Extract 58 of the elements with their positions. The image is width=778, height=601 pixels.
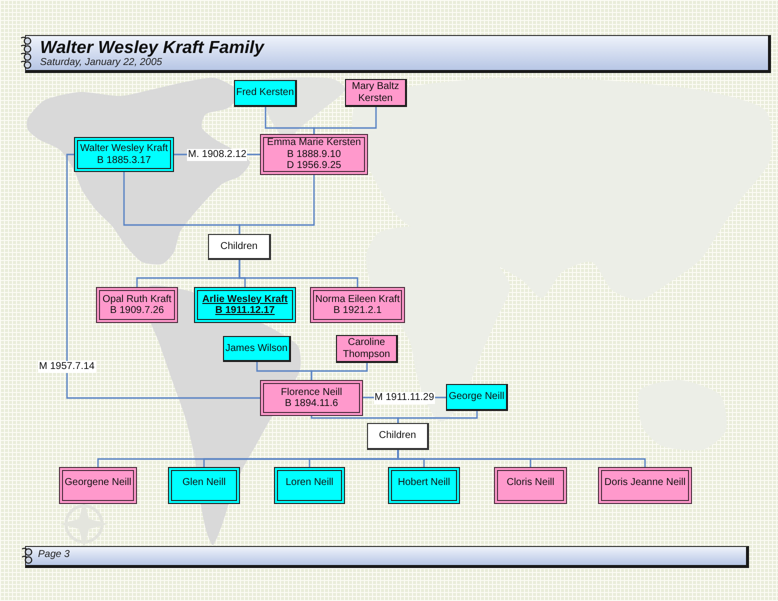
person-box xyxy=(446,384,508,411)
connector-line xyxy=(313,107,377,134)
connector-line xyxy=(66,154,260,399)
person-name: Arlie Wesley Kraft xyxy=(202,294,288,305)
person-box xyxy=(336,335,398,363)
person-name: Norma Eileen Kraft xyxy=(315,294,400,305)
edge-label: M 1911.11.29 xyxy=(374,392,436,404)
person-box xyxy=(310,287,405,323)
person-name: Georgene Neill xyxy=(64,477,132,488)
date-text: Saturday, January 22, 2005 xyxy=(40,57,162,69)
person-box xyxy=(494,467,567,504)
person-name: Glen Neill xyxy=(182,477,226,488)
connector-line xyxy=(238,175,315,234)
person-box xyxy=(388,467,460,504)
life-date: B 1921.2.1 xyxy=(333,305,382,316)
person-box xyxy=(223,336,291,362)
children-box xyxy=(367,423,429,450)
person-name: Emma Marie Kersten xyxy=(267,137,361,149)
children-label: Children xyxy=(378,430,416,442)
life-date: B 1911.12.17 xyxy=(215,305,275,316)
connector-line xyxy=(310,363,368,380)
life-date: B 1909.7.26 xyxy=(110,305,164,316)
person-box xyxy=(74,137,174,172)
person-box xyxy=(194,287,296,323)
life-date: D 1956.9.25 xyxy=(286,160,342,172)
person-box xyxy=(234,80,297,107)
title: Walter Wesley Kraft Family xyxy=(40,37,264,57)
person-name: Walter Wesley Kraft xyxy=(80,143,168,154)
person-name: Florence Neill xyxy=(280,386,342,398)
person-name: George Neill xyxy=(448,391,504,403)
connector-line xyxy=(238,260,358,287)
person-box xyxy=(59,467,137,504)
life-date: B 1888.9.10 xyxy=(287,148,341,160)
person-box xyxy=(345,79,407,107)
person-name: Mary Baltz Kersten xyxy=(350,81,400,104)
person-box xyxy=(96,287,178,323)
life-date: B 1894.11.6 xyxy=(284,398,338,410)
person-name: Opal Ruth Kraft xyxy=(102,294,172,305)
page-number: Page 3 xyxy=(38,549,70,561)
person-box xyxy=(168,467,240,504)
connector-line xyxy=(397,411,478,423)
person-box xyxy=(260,134,368,175)
connector-line xyxy=(397,450,646,467)
person-box xyxy=(598,467,692,504)
person-box xyxy=(260,380,363,416)
children-label: Children xyxy=(220,240,258,252)
children-box xyxy=(208,234,271,260)
edge-label: M. 1908.2.12 xyxy=(187,148,248,160)
person-box xyxy=(274,467,345,504)
person-name: Caroline Thompson xyxy=(342,337,392,360)
edge-label: M 1957.7.14 xyxy=(38,361,96,373)
person-name: Hobert Neill xyxy=(398,477,450,488)
person-name: Fred Kersten xyxy=(236,87,294,99)
person-name: James Wilson xyxy=(225,342,288,354)
person-name: Cloris Neill xyxy=(506,477,554,488)
life-date: B 1885.3.17 xyxy=(97,154,151,166)
person-name: Loren Neill xyxy=(286,477,334,488)
person-name: Doris Jeanne Neill xyxy=(604,477,686,488)
